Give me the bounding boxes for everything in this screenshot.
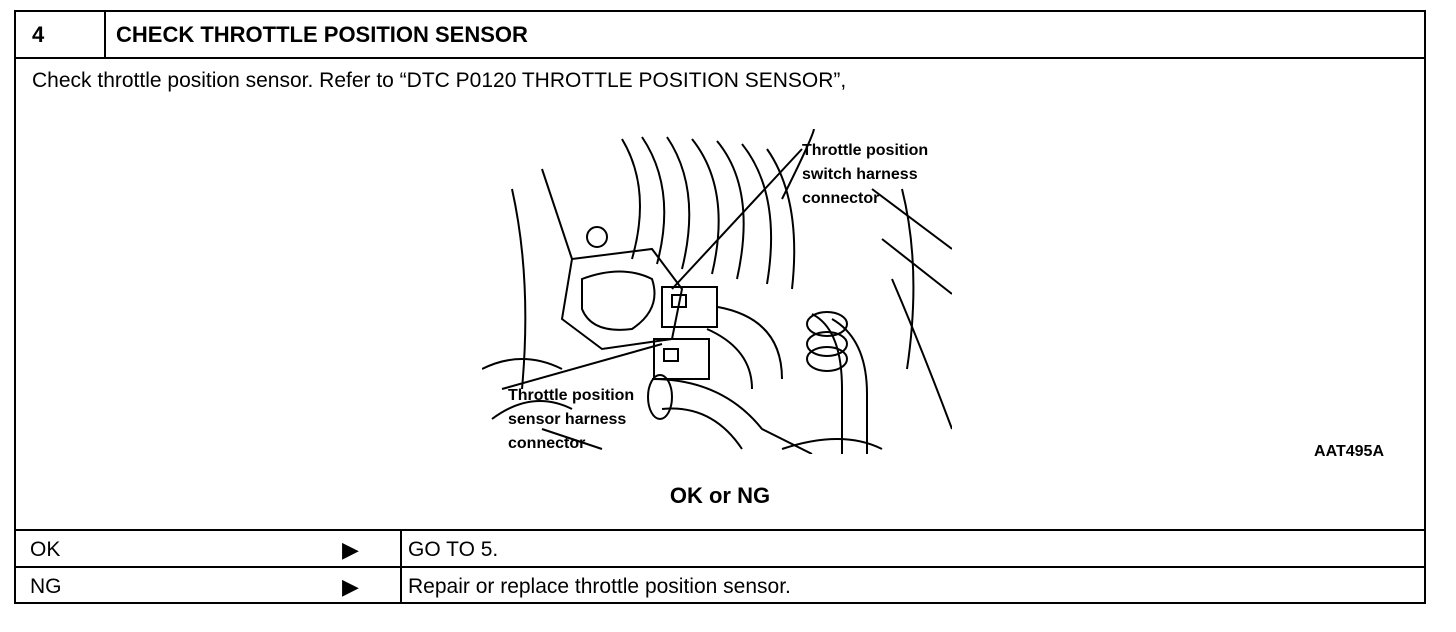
diagnostic-table: 4 CHECK THROTTLE POSITION SENSOR Check t… [14, 10, 1426, 604]
step-number: 4 [16, 12, 106, 57]
header-row: 4 CHECK THROTTLE POSITION SENSOR [16, 12, 1424, 59]
divider [400, 531, 402, 566]
result-row-ok: OK ▶ GO TO 5. [16, 531, 1424, 568]
arrow-right-icon: ▶ [342, 574, 359, 599]
arrow-right-icon: ▶ [342, 537, 359, 562]
decision-label: OK or NG [669, 483, 771, 508]
result-row-ng: NG ▶ Repair or replace throttle position… [16, 568, 1424, 604]
procedure-body: Check throttle position sensor. Refer to… [16, 59, 1424, 531]
step-title: CHECK THROTTLE POSITION SENSOR [116, 22, 528, 47]
throttle-body-illustration [482, 129, 952, 454]
result-action: GO TO 5. [408, 538, 499, 561]
figure-id: AAT495A [1314, 443, 1384, 460]
divider [400, 568, 402, 604]
result-label: OK [30, 538, 61, 561]
callout-sensor-connector: Throttle position sensor harness connect… [508, 387, 635, 452]
instruction-text: Check throttle position sensor. Refer to… [32, 69, 847, 92]
result-label: NG [30, 575, 62, 598]
callout-switch-connector: Throttle position switch harness connect… [802, 142, 929, 207]
result-action: Repair or replace throttle position sens… [408, 575, 791, 598]
